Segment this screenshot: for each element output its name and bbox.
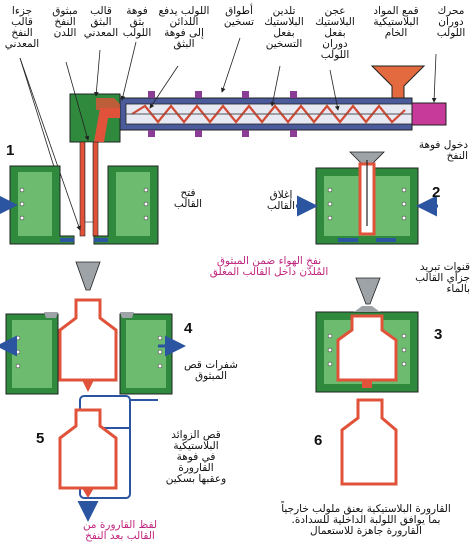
label-screw-push: اللولب يدفع اللدائن إلى فوهة البثق: [158, 5, 210, 50]
step-number-6: 6: [314, 432, 323, 449]
label-die-nozzle: مبثوق النفخ اللدن: [52, 5, 78, 39]
label-air-blow: نفخ الهواء ضمن المبثوق المُلدّن داخل الق…: [209, 255, 329, 278]
label-mold-parts: جزءا قالب النفخ المعدني: [4, 5, 40, 50]
label-die-mold: قالب البثق المعدني: [83, 5, 119, 39]
step6-bottle: [340, 398, 398, 486]
label-heater-bands: أطواق تسخين: [223, 5, 255, 28]
label-trim: قص الزوائد البلاستيكية في فوهة القارورة …: [165, 429, 227, 485]
label-mold-close: إغلاق القالب: [266, 189, 296, 212]
label-softening: تلدين البلاستيك بفعل التسخين: [264, 5, 304, 50]
motor-icon: [411, 102, 447, 126]
label-motor: محرك دوران اللولب: [436, 5, 466, 39]
label-hopper: قمع المواد البلاستيكية الخام: [373, 5, 419, 39]
step5-bottle: [58, 395, 158, 522]
label-kneading: عجن البلاستيك بفعل دوران اللولب: [315, 5, 355, 61]
step-number-2: 2: [432, 184, 441, 201]
hopper-icon: [370, 65, 426, 99]
label-mold-open: فتح القالب: [173, 187, 203, 210]
step-number-5: 5: [36, 430, 45, 447]
label-nozzle-entry: دخول فوهة النفخ: [418, 139, 468, 162]
step3-mold: [315, 277, 419, 393]
leader-lines: [19, 37, 437, 231]
step4-mold: [0, 261, 186, 395]
step-number-1: 1: [6, 142, 15, 159]
label-eject: لفظ القارورة من القالب بعد النفخ: [82, 519, 158, 542]
step2-mold: [296, 151, 438, 245]
label-die-opening: فوهة بثق اللولب: [122, 5, 152, 39]
step-number-3: 3: [434, 326, 443, 343]
label-final: القارورة البلاستيكية بعنق ملولب خارجياً …: [281, 503, 451, 537]
label-nozzle-cutters: شفرات قص المبثوق: [184, 359, 238, 382]
label-cooling: قنوات تبريد جزأي القالب بالماء: [415, 261, 470, 295]
step1-mold: [0, 165, 159, 245]
heater-bands: [148, 91, 297, 137]
step-number-4: 4: [184, 320, 193, 337]
